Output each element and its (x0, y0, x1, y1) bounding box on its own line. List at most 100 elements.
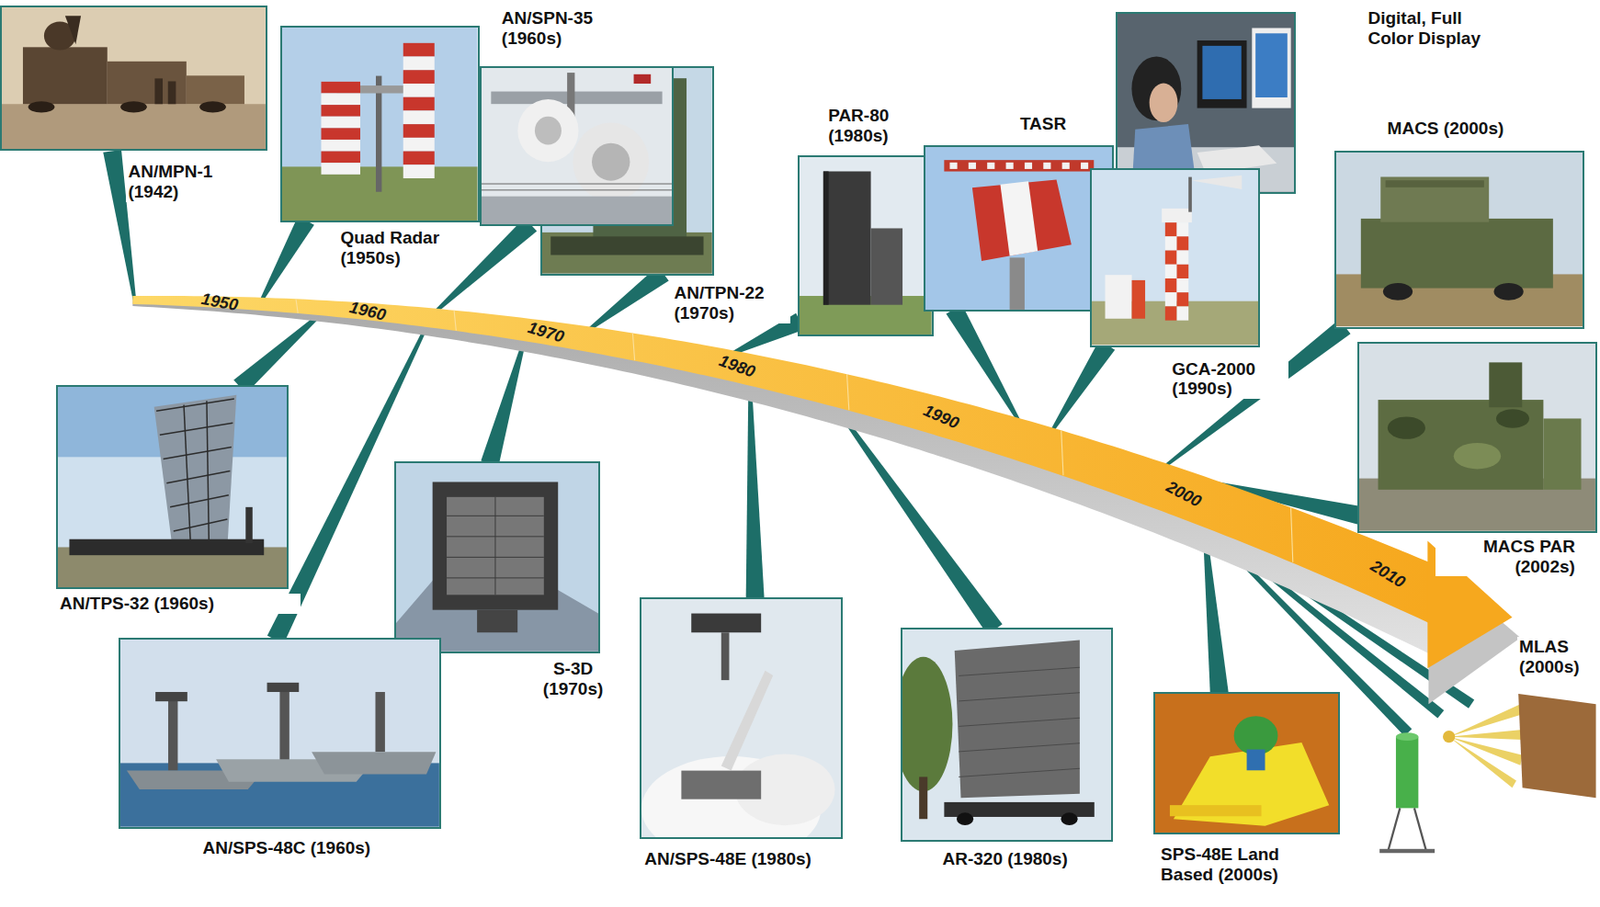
radar-photo-frame: AN/TPS-32 (1960s) (56, 385, 289, 590)
illustration-shape (633, 74, 651, 84)
illustration-shape (721, 632, 730, 681)
photo-caption: AN/TPN-22 (1970s) (671, 283, 791, 324)
leader-line (480, 335, 527, 466)
illustration-shape (279, 686, 289, 761)
photo-caption: AN/SPN-35 (1960s) (499, 8, 619, 49)
illustration-shape (321, 127, 362, 140)
illustration-shape (1196, 40, 1247, 109)
radar-illustration (120, 639, 440, 828)
illustration-shape (1246, 748, 1265, 771)
illustration-shape (959, 768, 1081, 777)
illustration-shape (155, 692, 188, 702)
illustration-shape (1009, 257, 1024, 310)
illustration-shape (658, 162, 672, 180)
leader-line (746, 380, 765, 600)
year-label: 1990 (919, 400, 962, 433)
illustration-shape (1176, 264, 1189, 279)
illustration-shape (925, 147, 1113, 310)
photo-caption: SPS-48E Land Based (2000s) (1158, 844, 1324, 886)
illustration-shape (1251, 28, 1291, 109)
radar-beam (1449, 729, 1523, 740)
mlas-leg (1387, 807, 1400, 852)
photo-caption: TASR (1018, 113, 1096, 135)
radar-illustration (1117, 13, 1295, 193)
illustration-shape (1161, 208, 1192, 223)
illustration-shape (551, 237, 704, 256)
illustration-shape (956, 812, 974, 826)
radar-illustration (1091, 170, 1259, 345)
illustration-shape (206, 400, 209, 547)
illustration-shape (311, 751, 436, 774)
illustration-shape (481, 183, 672, 185)
radar-photo-frame: AN/MPN-1 (1942) (0, 5, 268, 152)
leader-line (1049, 340, 1115, 434)
illustration-shape (1381, 177, 1490, 223)
illustration-shape (120, 101, 148, 113)
illustration-shape (403, 110, 435, 125)
timeline-tick (295, 298, 298, 314)
illustration-shape (403, 69, 435, 84)
illustration-shape (1148, 83, 1178, 124)
illustration-shape (572, 123, 649, 202)
radar-illustration (641, 599, 841, 838)
illustration-shape (999, 181, 1038, 256)
radar-photo-frame: AN/SPS-48E (1980s) (639, 597, 843, 840)
illustration-shape (603, 127, 618, 145)
radar-photo-frame: TASR (923, 145, 1115, 312)
illustration-shape (1188, 177, 1192, 213)
illustration-shape (156, 398, 235, 411)
illustration-shape (1202, 45, 1241, 100)
radar-illustration (1359, 343, 1596, 532)
illustration-shape (199, 101, 227, 113)
illustration-shape (168, 80, 177, 104)
illustration-shape (919, 776, 929, 819)
illustration-shape (1061, 161, 1069, 169)
illustration-shape (22, 46, 108, 104)
illustration-shape (1155, 693, 1339, 833)
illustration-shape (1043, 161, 1051, 169)
photo-caption: AN/SPS-48E (1980s) (642, 849, 886, 870)
radar-illustration (481, 68, 672, 225)
leader-line (233, 309, 326, 394)
illustration-shape (403, 164, 435, 179)
illustration-shape (542, 68, 713, 274)
illustration-shape (282, 27, 478, 221)
illustration-shape (1131, 280, 1146, 319)
illustration-shape (403, 137, 435, 152)
illustration-shape (1165, 278, 1178, 293)
illustration-shape (1176, 237, 1189, 251)
mlas-leg (1414, 807, 1427, 852)
illustration-shape (403, 43, 435, 57)
illustration-shape (1165, 292, 1178, 307)
illustration-shape (1, 7, 266, 150)
illustration-shape (28, 101, 56, 113)
radar-beam (1449, 737, 1517, 789)
illustration-shape (959, 667, 1081, 676)
illustration-shape (902, 657, 953, 793)
mlas-cylinder (1395, 737, 1419, 809)
illustration-shape (972, 179, 1072, 261)
illustration-shape (266, 682, 299, 693)
radar-photo-frame: SPS-48E Land Based (2000s) (1153, 692, 1340, 835)
figure-caption: MLAS (2000s) (1517, 636, 1595, 678)
illustration-shape (321, 81, 362, 94)
illustration-shape (1165, 250, 1178, 265)
radar-illustration (57, 386, 287, 588)
mlas-panel (1518, 693, 1596, 798)
illustration-shape (65, 15, 81, 45)
illustration-shape (631, 162, 646, 180)
timeline-tick (1061, 430, 1064, 476)
timeline-tick (1291, 507, 1294, 563)
illustration-shape (168, 695, 178, 771)
illustration-shape (1080, 161, 1089, 169)
illustration-shape (403, 83, 435, 98)
illustration-shape (1233, 715, 1278, 755)
illustration-shape (1104, 274, 1132, 319)
photo-caption: Quad Radar (1950s) (338, 227, 457, 269)
illustration-shape (1387, 416, 1426, 439)
timeline-tick (847, 374, 850, 410)
illustration-shape (1165, 222, 1178, 237)
illustration-shape (1359, 343, 1596, 532)
radar-photo-frame: AR-320 (1980s) (900, 627, 1113, 842)
photo-caption: AR-320 (1980s) (941, 849, 1157, 870)
